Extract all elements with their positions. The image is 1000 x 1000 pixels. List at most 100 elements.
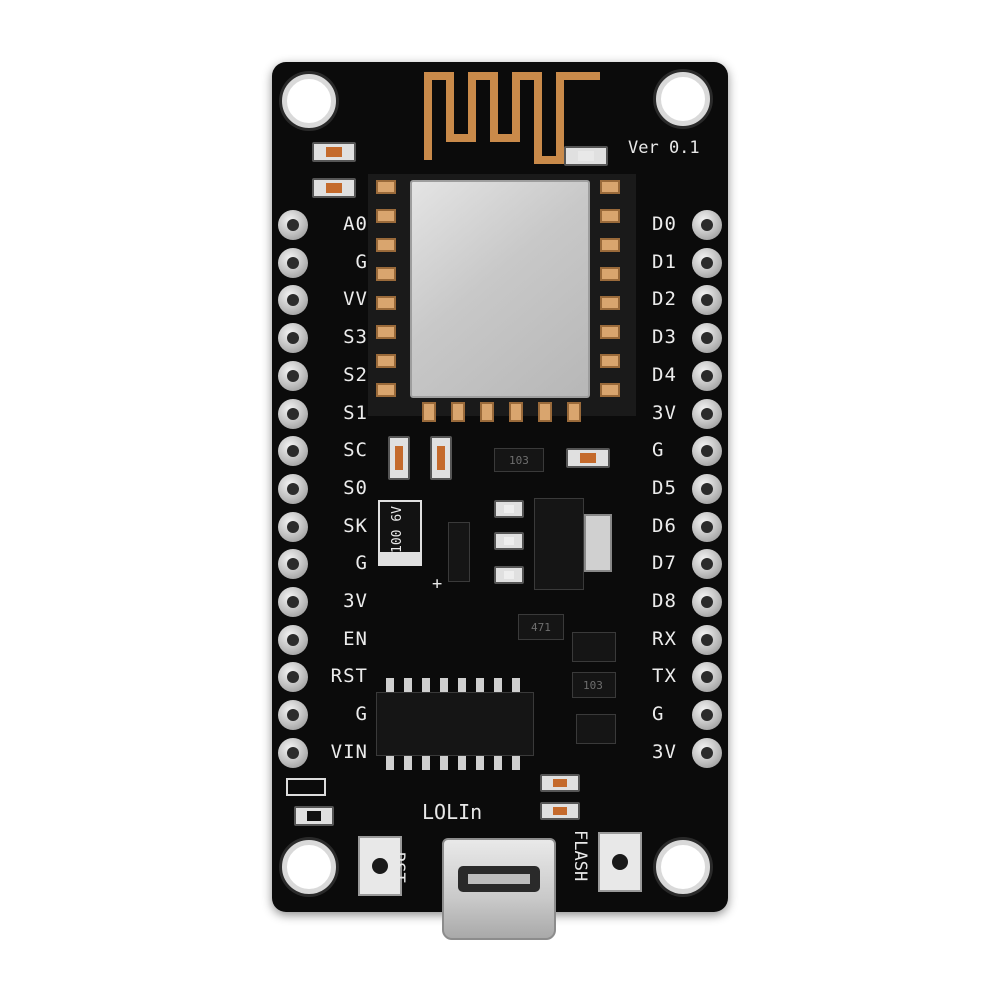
component-bottom-2 [540, 802, 580, 820]
right-pin-label: D8 [652, 590, 677, 612]
right-pin-pad-11 [692, 624, 722, 655]
left-pin-pad-10 [278, 587, 308, 617]
left-pin-label: SK [343, 514, 368, 537]
resistor-top-1 [312, 142, 356, 162]
flash-button-label: FLASH [570, 830, 590, 882]
right-pin-label: RX [652, 627, 677, 650]
right-pin-pad-14 [692, 737, 722, 768]
left-pin-label: S3 [343, 326, 368, 349]
resistor-array-1: 103 [494, 448, 544, 472]
version-label: Ver 0.1 [628, 138, 700, 158]
usb-tongue [468, 874, 530, 884]
flash-button[interactable] [598, 832, 642, 892]
left-pin-pad-11 [278, 624, 308, 655]
chip-leg-bottom [422, 756, 430, 770]
resistor-code-1: 103 [509, 454, 529, 467]
right-pin-label: D2 [652, 288, 677, 311]
left-pin-pad-4 [278, 360, 308, 391]
component-vert-1 [388, 436, 410, 480]
left-pin-pad-1 [278, 247, 308, 278]
left-pin-label: RST [330, 665, 368, 688]
left-pin-pad-14 [278, 737, 308, 768]
module-castellation-left [376, 267, 396, 281]
left-pin-pad-12 [278, 662, 308, 693]
chip-leg-top [476, 678, 484, 692]
left-pin-label: G [355, 552, 368, 575]
component-right-3 [494, 566, 524, 584]
module-castellation-right [600, 267, 620, 281]
left-pin-label: EN [343, 627, 368, 650]
right-pin-label: TX [652, 665, 677, 688]
chip-leg-top [386, 678, 394, 692]
component-right-1 [494, 500, 524, 518]
left-pin-label: S0 [343, 476, 368, 499]
component-bottom-1 [540, 774, 580, 792]
module-castellation-left [376, 209, 396, 223]
right-pin-label: D6 [652, 514, 677, 537]
brand-label: LOLIn [422, 800, 483, 824]
module-castellation-right [600, 238, 620, 252]
right-pin-pad-3 [692, 323, 722, 354]
micro-usb-port[interactable] [442, 838, 556, 940]
flash-button-cap[interactable] [612, 854, 628, 870]
shield-marking [511, 209, 525, 329]
module-castellation-left [376, 383, 396, 397]
rst-button-cap[interactable] [372, 858, 388, 874]
module-castellation-right [600, 383, 620, 397]
right-pin-pad-13 [692, 700, 722, 731]
module-castellation-left [376, 325, 396, 339]
right-pin-pad-6 [692, 436, 722, 467]
chip-leg-top [512, 678, 520, 692]
right-pin-pad-2 [692, 285, 722, 316]
transistor-2 [576, 714, 616, 744]
right-pin-pad-9 [692, 549, 722, 580]
left-pin-pad-0 [278, 210, 308, 240]
left-pin-label: S2 [343, 363, 368, 386]
module-castellation-right [600, 209, 620, 223]
nodemcu-board: Ver 0.1 103 100 6V + 471 103 LOLIn [272, 62, 728, 940]
voltage-regulator [534, 498, 584, 590]
right-pin-pad-0 [692, 210, 722, 240]
module-castellation-bottom [509, 402, 523, 422]
right-pin-label: D5 [652, 476, 677, 499]
resistor-code-3: 103 [583, 679, 603, 692]
mounting-hole-top-left [282, 74, 336, 128]
right-pin-pad-10 [692, 587, 722, 617]
module-castellation-left [376, 296, 396, 310]
right-pin-pad-4 [692, 360, 722, 391]
led-mid [566, 448, 610, 468]
jumper-pad [286, 778, 326, 796]
right-pin-pad-12 [692, 662, 722, 693]
chip-leg-bottom [440, 756, 448, 770]
left-pin-label: 3V [343, 590, 368, 612]
chip-leg-top [422, 678, 430, 692]
chip-leg-bottom [458, 756, 466, 770]
rf-shield [410, 180, 590, 398]
left-pin-pad-5 [278, 398, 308, 429]
module-castellation-right [600, 354, 620, 368]
component-vert-2 [430, 436, 452, 480]
mounting-hole-top-right [656, 72, 710, 126]
right-pin-pad-1 [692, 247, 722, 278]
left-pin-label: VIN [330, 740, 368, 763]
chip-leg-top [494, 678, 502, 692]
resistor-top-2 [312, 178, 356, 198]
left-pin-pad-8 [278, 511, 308, 542]
right-pin-label: D7 [652, 552, 677, 575]
right-pin-label: G [652, 439, 665, 462]
module-castellation-right [600, 296, 620, 310]
left-pin-label: G [355, 250, 368, 273]
right-pin-label: D4 [652, 363, 677, 386]
resistor-array-2: 471 [518, 614, 564, 640]
mounting-hole-bottom-left [282, 840, 336, 894]
usb-slot[interactable] [458, 866, 540, 892]
module-castellation-left [376, 238, 396, 252]
right-pin-label: 3V [652, 740, 677, 763]
component-right-2 [494, 532, 524, 550]
rst-button[interactable] [358, 836, 402, 896]
polarity-mark: + [432, 574, 443, 594]
mounting-hole-bottom-right [656, 840, 710, 894]
right-pin-pad-5 [692, 398, 722, 429]
usb-serial-chip [376, 692, 534, 756]
left-pin-label: VV [343, 288, 368, 311]
